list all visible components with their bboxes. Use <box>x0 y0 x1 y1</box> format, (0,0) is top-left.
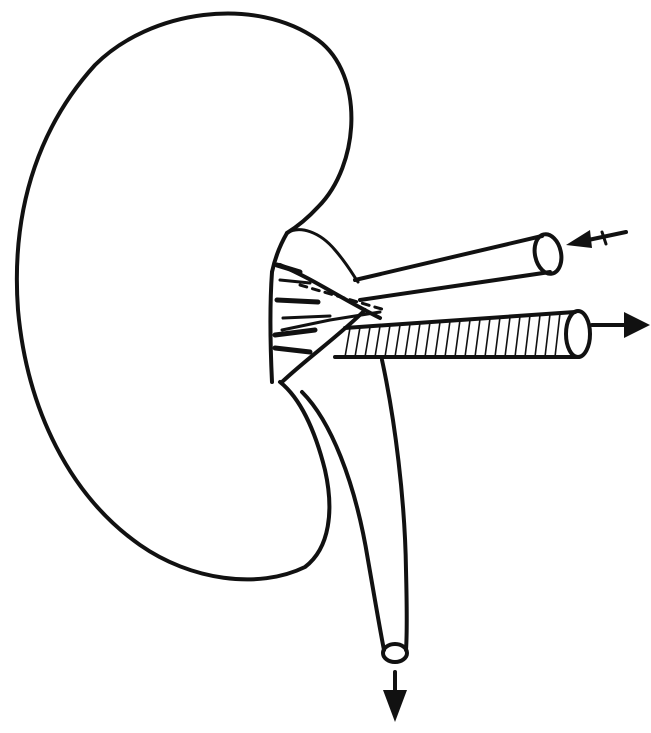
renal-pelvis <box>271 230 386 382</box>
arrow-right-icon <box>592 312 650 338</box>
ureter <box>302 360 407 722</box>
arrow-left-icon <box>566 230 626 248</box>
arrow-down-icon <box>383 672 407 722</box>
renal-artery <box>355 230 626 300</box>
kidney-outline <box>17 14 352 580</box>
renal-vein <box>335 311 650 357</box>
